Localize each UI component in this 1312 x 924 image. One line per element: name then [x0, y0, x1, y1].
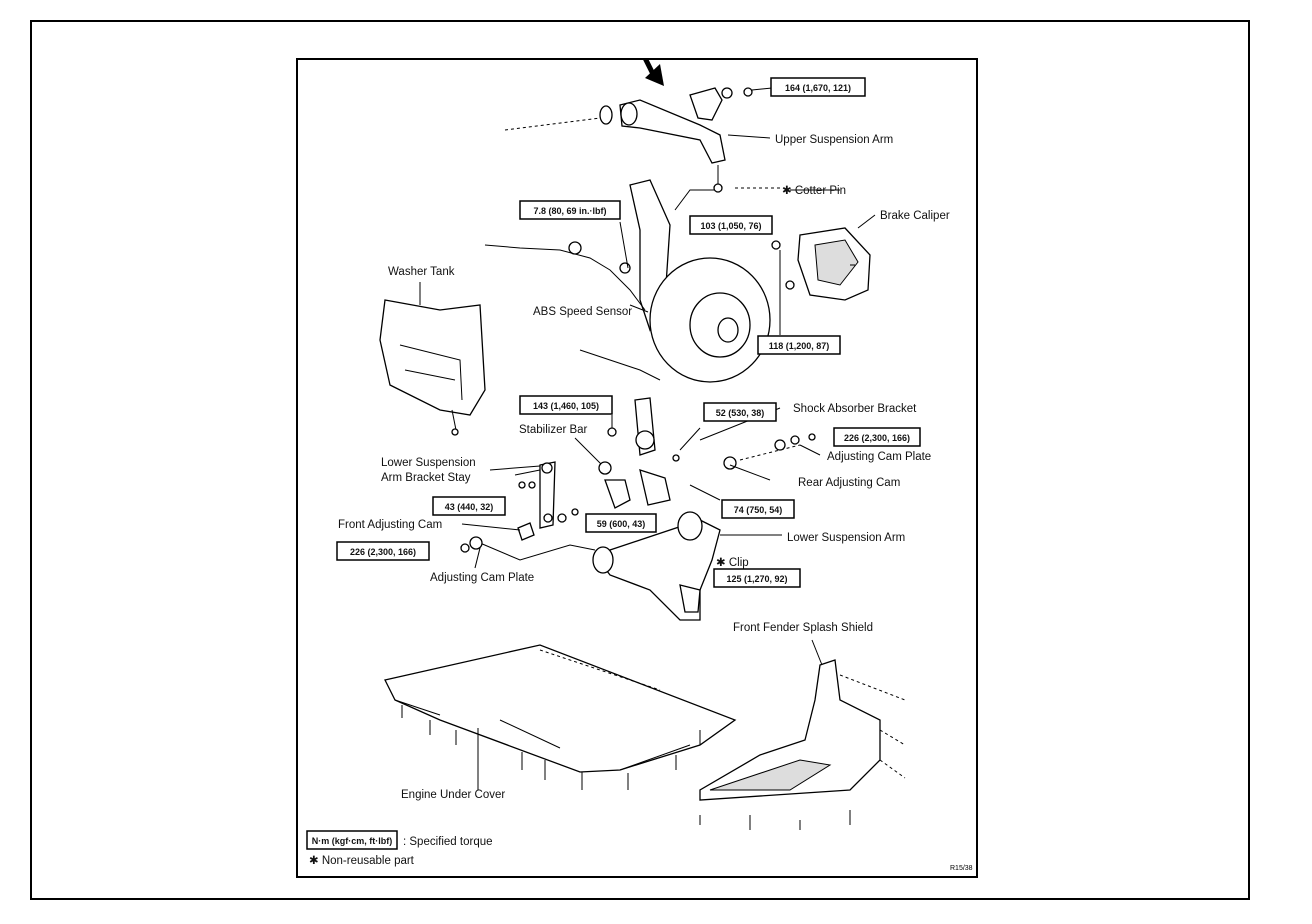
- label-washer-tank: Washer Tank: [388, 266, 455, 278]
- upper-suspension-arm: [504, 87, 773, 164]
- torque-164: 164 (1,670, 121): [770, 77, 866, 97]
- legend-non-reusable-part: ✱ Non-reusable part: [309, 855, 415, 867]
- diagram-frame: 164 (1,670, 121) 7.8 (80, 69 in.·lbf) 10…: [296, 46, 978, 878]
- label-rear-adjusting-cam: Rear Adjusting Cam: [798, 477, 900, 489]
- suspension-exploded-diagram: 164 (1,670, 121) 7.8 (80, 69 in.·lbf) 10…: [306, 46, 973, 872]
- label-adjusting-cam-plate-front: Adjusting Cam Plate: [430, 572, 534, 584]
- stabilizer-bar-link: [574, 397, 701, 509]
- torque-118: 118 (1,200, 87): [757, 335, 841, 355]
- svg-text:7.8 (80, 69 in.·lbf): 7.8 (80, 69 in.·lbf): [533, 206, 606, 216]
- torque-103: 103 (1,050, 76): [689, 215, 773, 235]
- brake-rotor: [579, 257, 771, 383]
- svg-text:143 (1,460, 105): 143 (1,460, 105): [533, 401, 599, 411]
- label-stabilizer-bar: Stabilizer Bar: [519, 424, 588, 436]
- figure-code: R15/38: [950, 865, 973, 872]
- label-upper-suspension-arm: Upper Suspension Arm: [775, 134, 893, 146]
- front-adjusting-cam: [460, 508, 596, 561]
- torque-226-front: 226 (2,300, 166): [336, 541, 430, 561]
- torque-7-8: 7.8 (80, 69 in.·lbf): [519, 200, 621, 220]
- label-engine-under-cover: Engine Under Cover: [401, 789, 505, 801]
- label-brake-caliper: Brake Caliper: [880, 210, 950, 222]
- svg-text:43 (440, 32): 43 (440, 32): [445, 502, 494, 512]
- svg-text:125 (1,270, 92): 125 (1,270, 92): [726, 574, 787, 584]
- outer-frame: [30, 20, 1250, 900]
- label-abs-speed-sensor: ABS Speed Sensor: [533, 306, 632, 318]
- brake-caliper: [771, 214, 876, 335]
- label-lower-arm-stay-line1: Lower Suspension: [381, 457, 476, 469]
- label-shock-absorber-bracket: Shock Absorber Bracket: [793, 403, 917, 415]
- label-lower-suspension-arm: Lower Suspension Arm: [787, 532, 905, 544]
- svg-text:226 (2,300, 166): 226 (2,300, 166): [350, 547, 416, 557]
- torque-74: 74 (750, 54): [721, 499, 795, 519]
- label-cotter-pin: ✱ Cotter Pin: [782, 185, 846, 197]
- legend-torque-unit: N·m (kgf·cm, ft·lbf): [312, 836, 393, 846]
- abs-speed-sensor: [484, 221, 649, 313]
- torque-59: 59 (600, 43): [585, 513, 657, 533]
- svg-text:226 (2,300, 166): 226 (2,300, 166): [844, 433, 910, 443]
- svg-text:164 (1,670, 121): 164 (1,670, 121): [785, 83, 851, 93]
- legend-specified-torque: : Specified torque: [403, 836, 493, 848]
- engine-under-cover: [384, 644, 737, 790]
- torque-43: 43 (440, 32): [432, 496, 506, 516]
- torque-125: 125 (1,270, 92): [713, 568, 801, 588]
- label-adjusting-cam-plate-rear: Adjusting Cam Plate: [827, 451, 931, 463]
- front-fender-splash-shield: [699, 639, 906, 830]
- torque-143: 143 (1,460, 105): [519, 395, 613, 415]
- svg-text:103 (1,050, 76): 103 (1,050, 76): [700, 221, 761, 231]
- torque-226-rear: 226 (2,300, 166): [833, 427, 921, 447]
- washer-tank: [379, 282, 486, 436]
- label-clip: ✱ Clip: [716, 557, 749, 569]
- rear-adjusting-cam: [689, 433, 816, 501]
- label-lower-arm-stay-line2: Arm Bracket Stay: [381, 472, 471, 484]
- svg-text:118 (1,200, 87): 118 (1,200, 87): [769, 341, 830, 351]
- lower-suspension-arm: [592, 511, 782, 621]
- svg-text:59 (600, 43): 59 (600, 43): [597, 519, 646, 529]
- label-front-fender-splash-shield: Front Fender Splash Shield: [733, 622, 873, 634]
- lower-arm-bracket-stay: [489, 461, 556, 529]
- legend: N·m (kgf·cm, ft·lbf) : Specified torque …: [306, 830, 973, 872]
- label-front-adjusting-cam: Front Adjusting Cam: [338, 519, 442, 531]
- front-direction-arrow: [637, 46, 664, 86]
- svg-text:52 (530, 38): 52 (530, 38): [716, 408, 765, 418]
- torque-52: 52 (530, 38): [703, 402, 777, 422]
- svg-text:74 (750, 54): 74 (750, 54): [734, 505, 783, 515]
